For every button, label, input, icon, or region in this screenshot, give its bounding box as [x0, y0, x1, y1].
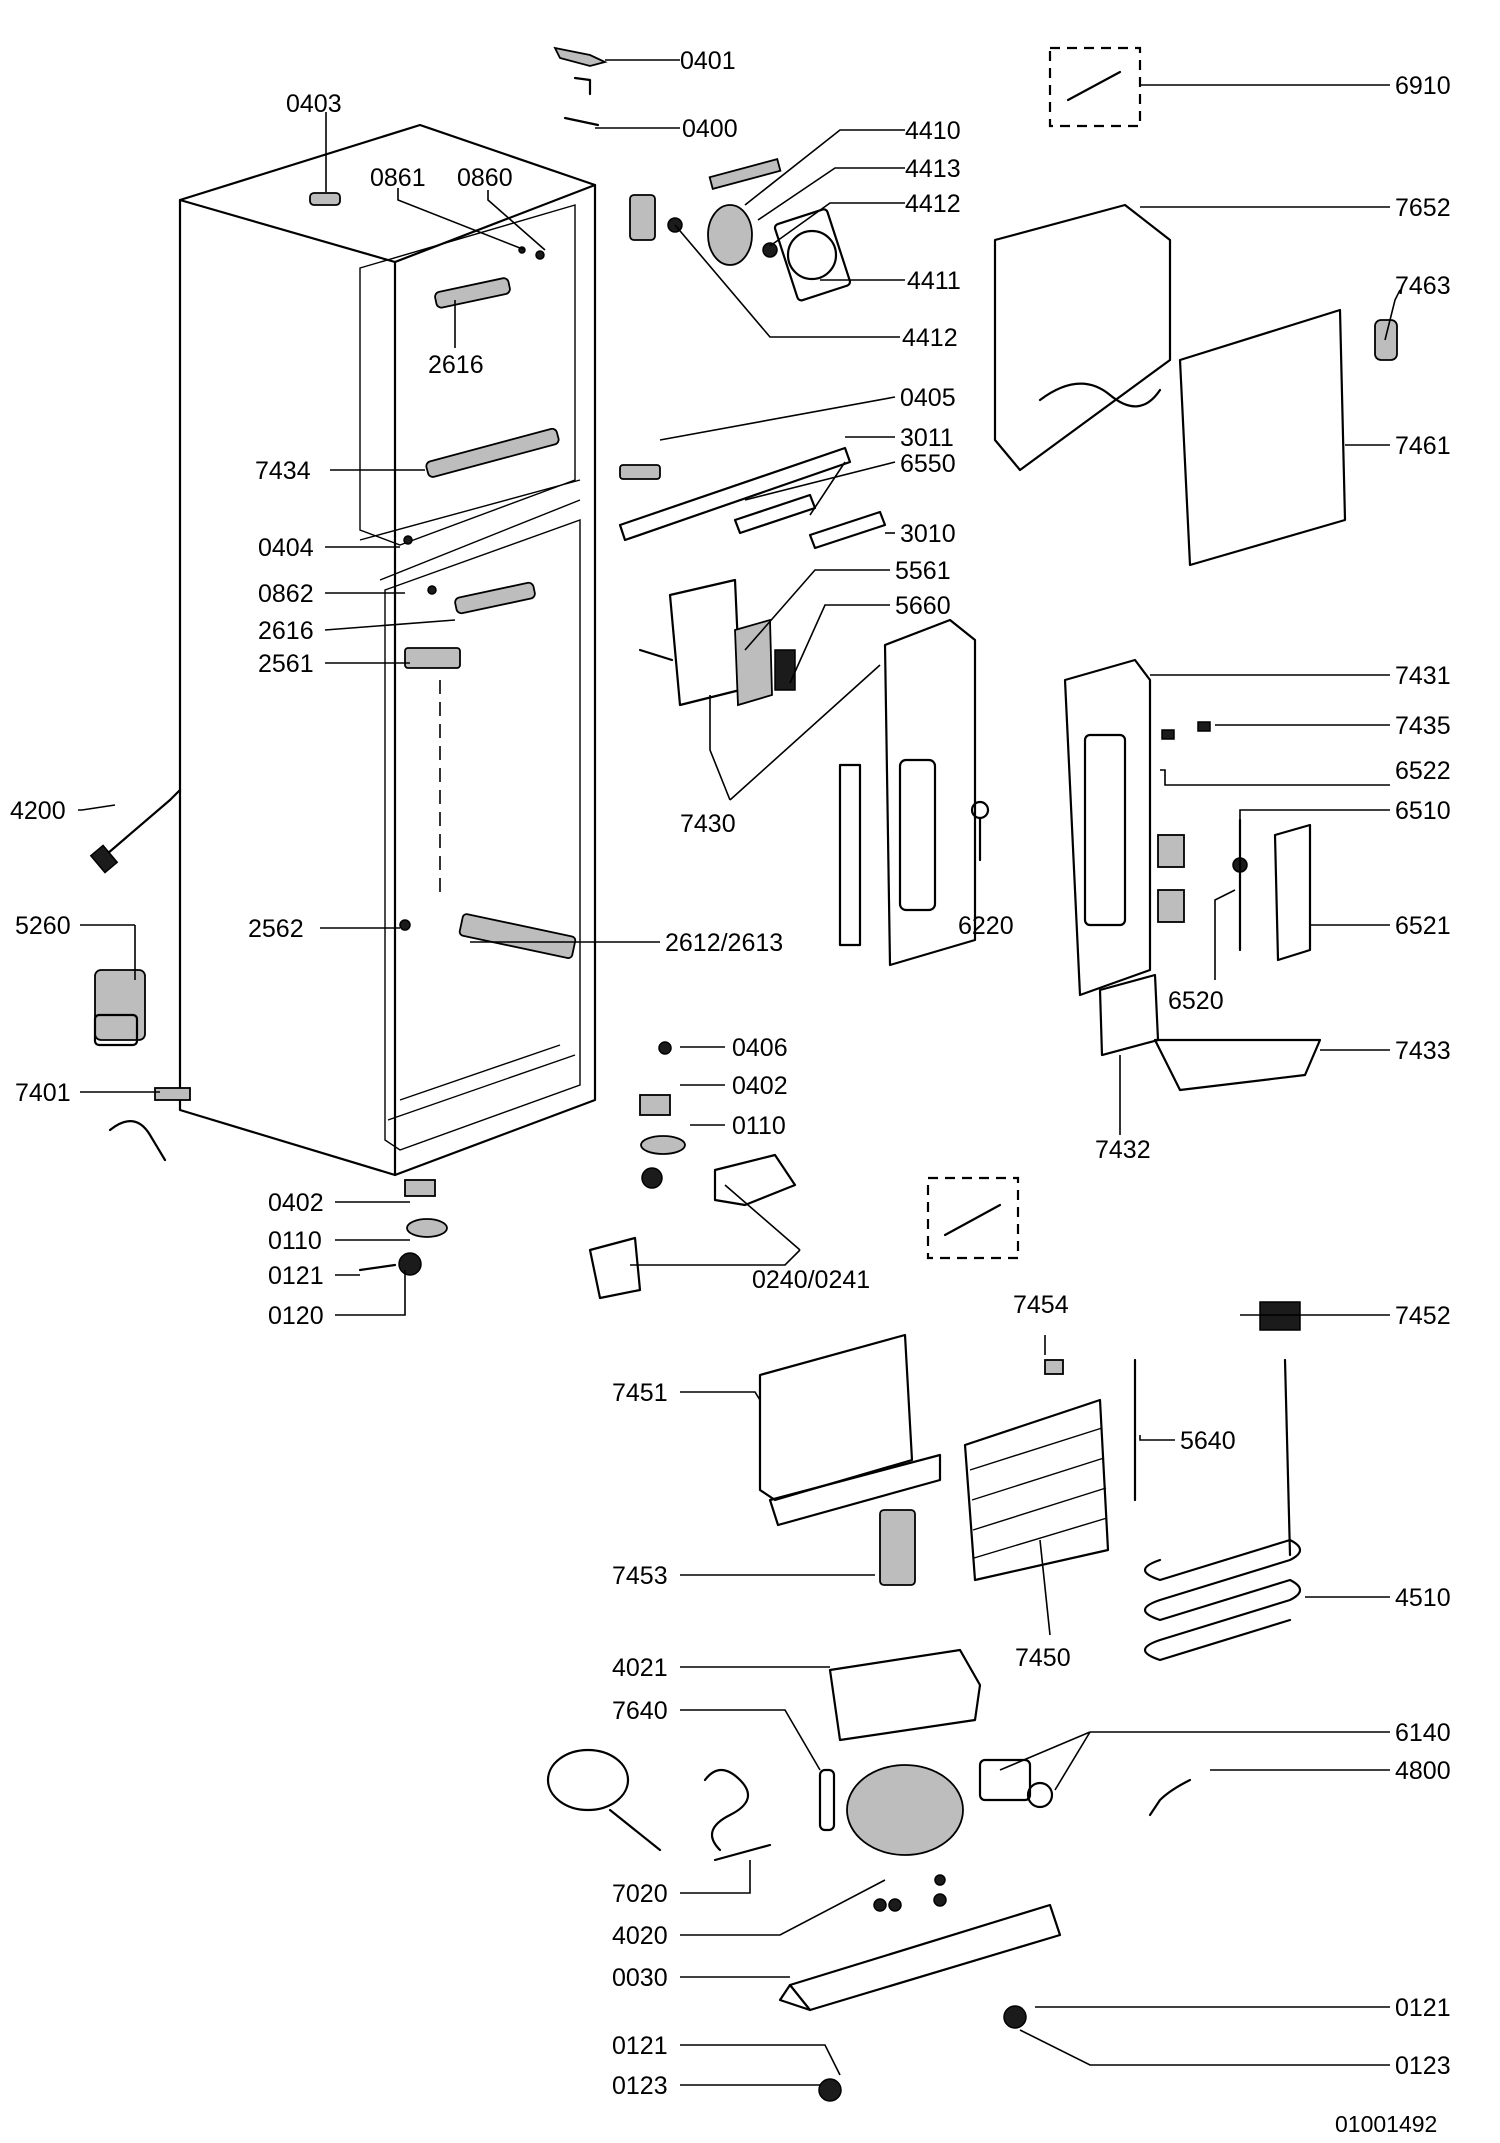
callout-4800: 4800 [1395, 1757, 1451, 1785]
callout-6550: 6550 [900, 450, 956, 478]
callout-6520: 6520 [1168, 987, 1224, 1015]
upper-ducts [618, 446, 887, 550]
callout-0121-left: 0121 [268, 1262, 324, 1290]
callout-7434: 7434 [255, 457, 311, 485]
condenser-plate [758, 1333, 942, 1527]
evaporator-coil [1143, 1358, 1302, 1662]
callout-7431: 7431 [1395, 662, 1451, 690]
hinge-bottom-parts [358, 1179, 448, 1276]
callout-0121-right: 0121 [1395, 1994, 1451, 2022]
callout-7433: 7433 [1395, 1037, 1451, 1065]
callout-7452: 7452 [1395, 1302, 1451, 1330]
callout-0406: 0406 [732, 1034, 788, 1062]
accessory-kit-6910 [1048, 46, 1142, 128]
callout-7454: 7454 [1013, 1291, 1069, 1319]
callout-0123-bottom: 0123 [612, 2072, 668, 2100]
door-switch-cable-part [108, 1087, 191, 1162]
callout-5640: 5640 [1180, 1427, 1236, 1455]
callout-4510: 4510 [1395, 1584, 1451, 1612]
callout-4412-top: 4412 [905, 190, 961, 218]
callout-7450: 7450 [1015, 1644, 1071, 1672]
callout-6140: 6140 [1395, 1719, 1451, 1747]
damper-parts [638, 578, 796, 707]
air-duct-cover [838, 618, 990, 967]
condenser-coil [879, 1359, 1110, 1586]
cabinet-internal-parts [399, 246, 577, 959]
callout-0403: 0403 [286, 90, 342, 118]
callout-7401: 7401 [15, 1079, 71, 1107]
callout-7432: 7432 [1095, 1136, 1151, 1164]
callout-7430: 7430 [680, 810, 736, 838]
compressor-parts [546, 1648, 1192, 1862]
callout-7463: 7463 [1395, 272, 1451, 300]
leader-lines [78, 59, 1401, 2086]
document-number: 01001492 [1335, 2111, 1437, 2137]
sensor-parts [1098, 818, 1322, 1092]
callout-2612-2613: 2612/2613 [665, 929, 783, 957]
callout-2616-mid: 2616 [258, 617, 314, 645]
callout-7435: 7435 [1395, 712, 1451, 740]
callout-2562: 2562 [248, 915, 304, 943]
capillary-tube [1133, 1301, 1301, 1502]
callout-labels: 0401 0400 0403 0861 0860 4410 4413 4412 … [10, 47, 1451, 2137]
callout-7451: 7451 [612, 1379, 668, 1407]
callout-6522: 6522 [1395, 757, 1451, 785]
callout-0110-left: 0110 [268, 1227, 322, 1255]
cabinet [178, 123, 597, 1177]
callout-0123-right: 0123 [1395, 2052, 1451, 2080]
callout-0401: 0401 [680, 47, 736, 75]
callout-0240-0241: 0240/0241 [752, 1266, 870, 1294]
callout-0110-mid: 0110 [732, 1112, 786, 1140]
callout-0120: 0120 [268, 1302, 324, 1330]
callout-0402-left: 0402 [268, 1189, 324, 1217]
callout-6510: 6510 [1395, 797, 1451, 825]
callout-5660: 5660 [895, 592, 951, 620]
callout-2616-top: 2616 [428, 351, 484, 379]
hinge-mid-parts [588, 1041, 797, 1300]
callout-0404: 0404 [258, 534, 314, 562]
relay-box-part [93, 969, 146, 1047]
callout-7640: 7640 [612, 1697, 668, 1725]
callout-4020: 4020 [612, 1922, 668, 1950]
callout-3010: 3010 [900, 520, 956, 548]
top-hinge-parts [553, 46, 608, 127]
callout-7020: 7020 [612, 1880, 668, 1908]
freezer-duct [1063, 658, 1211, 997]
callout-4412-bottom: 4412 [902, 324, 958, 352]
callout-6220: 6220 [958, 912, 1014, 940]
evaporator-cover [993, 203, 1398, 567]
callout-5561: 5561 [895, 557, 951, 585]
callout-4410: 4410 [905, 117, 961, 145]
callout-6910: 6910 [1395, 72, 1451, 100]
callout-7461: 7461 [1395, 432, 1451, 460]
callout-0861: 0861 [370, 164, 426, 192]
power-cord-part [89, 788, 182, 874]
callout-0030: 0030 [612, 1964, 668, 1992]
callout-2561: 2561 [258, 650, 314, 678]
callout-4413: 4413 [905, 155, 961, 183]
callout-3011: 3011 [900, 424, 954, 452]
callout-7652: 7652 [1395, 194, 1451, 222]
base-plate [778, 1874, 1062, 2102]
callout-5260: 5260 [15, 912, 71, 940]
callout-0860: 0860 [457, 164, 513, 192]
callout-0402-mid: 0402 [732, 1072, 788, 1100]
callout-7453: 7453 [612, 1562, 668, 1590]
callout-0400: 0400 [682, 115, 738, 143]
callout-4411: 4411 [907, 267, 961, 295]
callout-0862: 0862 [258, 580, 314, 608]
callout-4021: 4021 [612, 1654, 668, 1682]
callout-0405: 0405 [900, 384, 956, 412]
callout-6521: 6521 [1395, 912, 1451, 940]
callout-0121-bottom: 0121 [612, 2032, 668, 2060]
fan-assembly-parts [629, 158, 852, 302]
callout-4200: 4200 [10, 797, 66, 825]
accessory-kit-2 [926, 1176, 1020, 1260]
